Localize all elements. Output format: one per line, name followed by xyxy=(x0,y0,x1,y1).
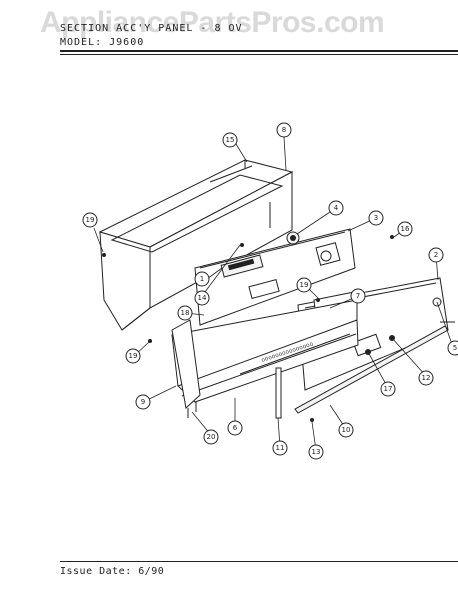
footer-rule xyxy=(60,561,458,562)
callout-2: 2 xyxy=(428,247,444,263)
callout-number: 20 xyxy=(207,433,216,441)
callout-bubble xyxy=(397,221,413,237)
callout-7: 7 xyxy=(350,288,366,304)
callout-bubble xyxy=(338,422,354,438)
callout-15: 15 xyxy=(222,132,238,148)
callout-bubble xyxy=(82,212,98,228)
trim-strip xyxy=(294,325,449,414)
back-frame xyxy=(98,159,294,331)
callout-20: 20 xyxy=(203,429,219,445)
callout-number: 11 xyxy=(276,444,285,452)
callout-number: 16 xyxy=(401,225,410,233)
callout-bubble xyxy=(350,288,366,304)
callout-18: 18 xyxy=(177,305,193,321)
section-title: SECTION ACC'Y PANEL - 8 OV xyxy=(60,23,243,34)
header-rule-thin xyxy=(60,54,458,55)
callout-3: 3 xyxy=(368,210,384,226)
callout-6: 6 xyxy=(227,420,243,436)
callout-number: 7 xyxy=(356,292,360,300)
callout-bubble xyxy=(227,420,243,436)
callout-19-middle: 19 xyxy=(296,277,312,293)
callout-19-bottom: 19 xyxy=(125,348,141,364)
callout-number: 14 xyxy=(198,294,207,302)
control-panel xyxy=(194,228,356,326)
callout-8: 8 xyxy=(276,122,292,138)
model-number: MODEL: J9600 xyxy=(60,37,145,48)
callout-number: 6 xyxy=(233,424,238,432)
vertical-bar xyxy=(275,367,282,419)
callout-number: 15 xyxy=(226,136,235,144)
callout-number: 2 xyxy=(434,251,438,259)
callout-11: 11 xyxy=(272,440,288,456)
lower-front-panel: ооооооооооооооо xyxy=(171,299,359,403)
callout-number: 17 xyxy=(384,385,393,393)
callout-number: 13 xyxy=(312,448,321,456)
callout-bubble xyxy=(272,440,288,456)
callout-19-left: 19 xyxy=(82,212,98,228)
issue-date: Issue Date: 6/90 xyxy=(60,566,165,577)
callout-number: 9 xyxy=(141,398,145,406)
callout-4: 4 xyxy=(328,200,344,216)
callout-10: 10 xyxy=(338,422,354,438)
callout-bubble xyxy=(328,200,344,216)
callout-5: 5 xyxy=(447,340,458,356)
callout-bubble xyxy=(135,394,151,410)
callout-bubble xyxy=(203,429,219,445)
callout-17: 17 xyxy=(380,381,396,397)
callout-bubble xyxy=(222,132,238,148)
callout-12: 12 xyxy=(418,370,434,386)
watermark-logo: AppliancePartsPros.com xyxy=(40,6,385,39)
callout-13: 13 xyxy=(308,444,324,460)
callout-number: 12 xyxy=(422,374,431,382)
callout-bubble xyxy=(125,348,141,364)
callout-number: 8 xyxy=(282,126,286,134)
callout-number: 10 xyxy=(342,426,351,434)
callout-bubble xyxy=(368,210,384,226)
callout-14: 14 xyxy=(194,290,210,306)
callout-number: 19 xyxy=(300,281,309,289)
callout-number: 3 xyxy=(374,214,378,222)
callout-number: 19 xyxy=(129,352,138,360)
callout-bubble xyxy=(296,277,312,293)
callout-number: 18 xyxy=(181,309,190,317)
callout-number: 4 xyxy=(334,204,339,212)
callout-bubble xyxy=(447,340,458,356)
callout-bubble xyxy=(276,122,292,138)
callout-number: 1 xyxy=(200,275,204,283)
callout-bubble xyxy=(194,271,210,287)
side-bracket xyxy=(171,319,201,418)
callout-bubble xyxy=(418,370,434,386)
callout-number: 5 xyxy=(453,344,457,352)
callout-16: 16 xyxy=(397,221,413,237)
callout-bubble xyxy=(308,444,324,460)
callout-number: 19 xyxy=(86,216,95,224)
callout-bubble xyxy=(177,305,193,321)
callout-9: 9 xyxy=(135,394,151,410)
callout-bubble xyxy=(428,247,444,263)
callout-bubble xyxy=(194,290,210,306)
callout-1: 1 xyxy=(194,271,210,287)
callout-bubble xyxy=(380,381,396,397)
knob xyxy=(286,231,300,245)
header-rule xyxy=(60,50,458,52)
